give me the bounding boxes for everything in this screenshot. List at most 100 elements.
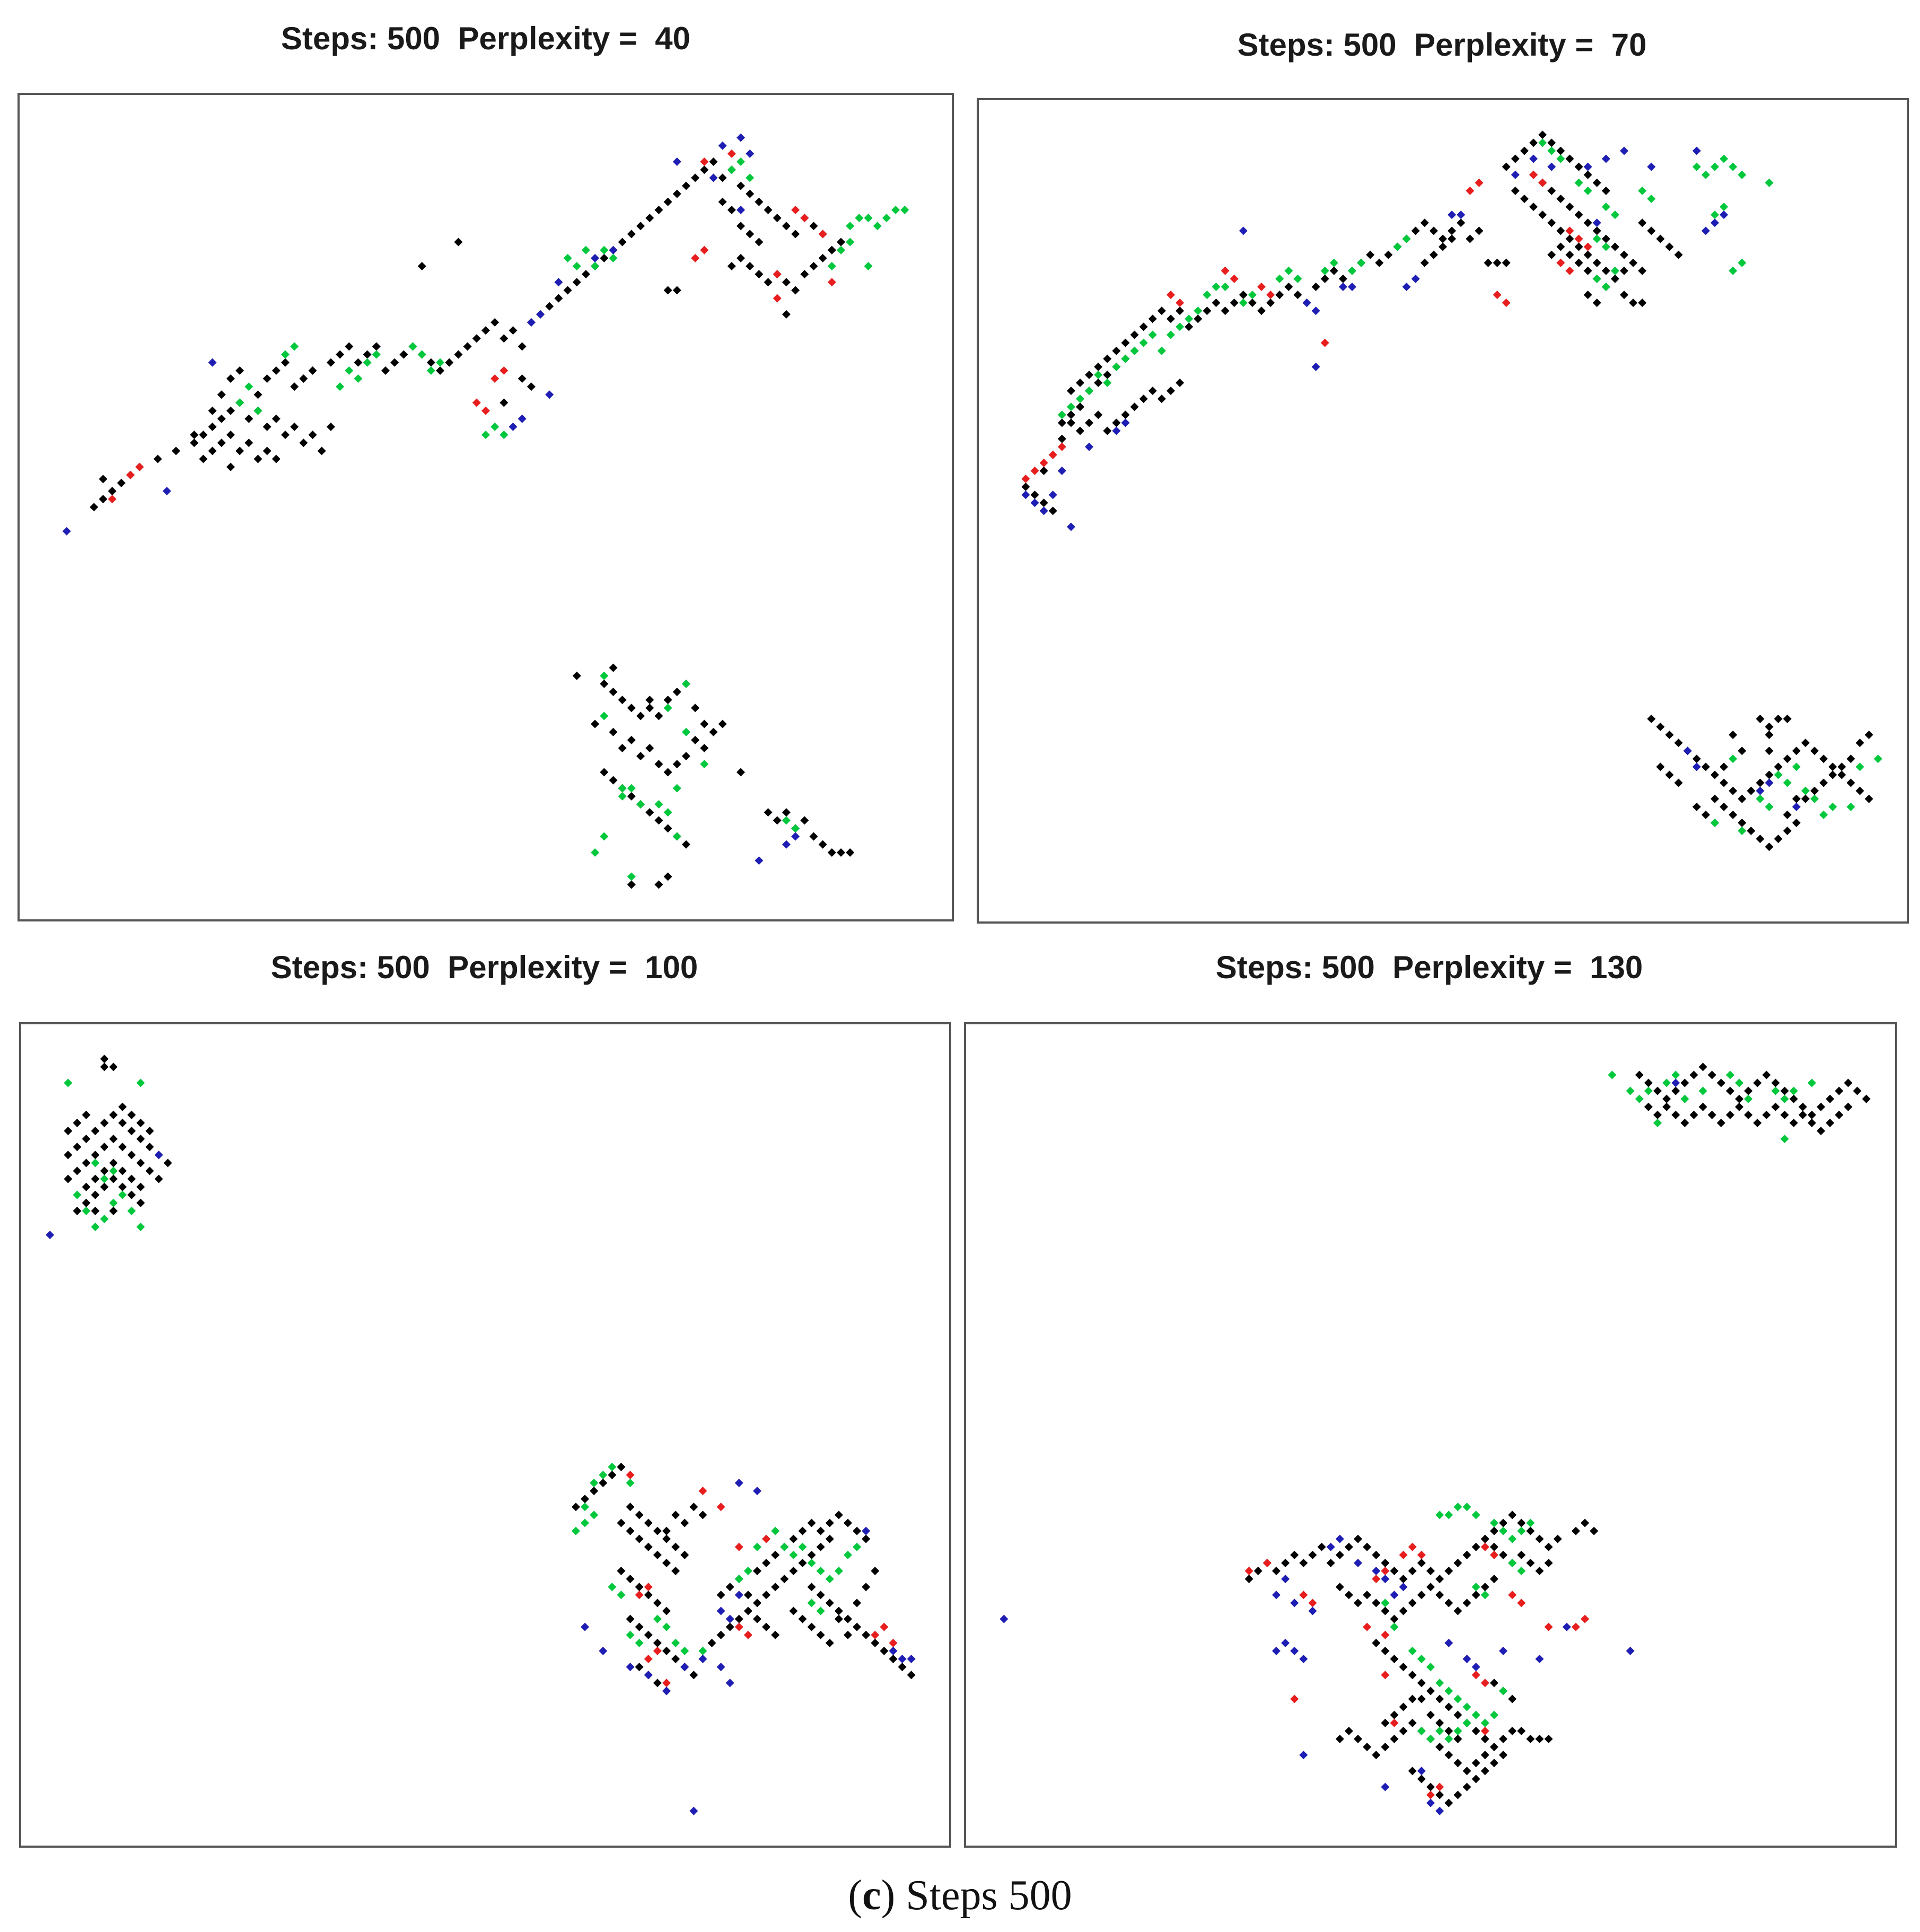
panel-1-point-s4-5 (536, 310, 545, 319)
panel-1-point-s1-111 (755, 270, 764, 279)
panel-4-point-s2-13 (1780, 1094, 1789, 1103)
panel-4-point-s1-24 (1844, 1078, 1853, 1087)
panel-2-point-s1-18 (1076, 426, 1084, 435)
panel-2-point-s4-22 (1547, 162, 1556, 171)
panel-1-point-s1-54 (390, 358, 399, 367)
panel-1-point-s1-154 (709, 727, 718, 736)
panel-3-point-s2-17 (581, 1503, 590, 1512)
panel-1-point-s1-75 (581, 270, 590, 279)
panel-3-point-s1-7 (118, 1118, 127, 1127)
panel-4-point-s1-3 (1653, 1086, 1662, 1095)
panel-1-point-s1-107 (755, 238, 764, 247)
panel-2-point-s3-8 (1230, 274, 1239, 283)
panel-2-point-s1-194 (1738, 747, 1747, 756)
panel-4-point-s4-29 (1417, 1767, 1426, 1776)
panel-4-point-s1-130 (1381, 1743, 1390, 1752)
panel-4-point-s1-17 (1780, 1086, 1789, 1095)
panel-2-point-s3-9 (1221, 266, 1230, 275)
panel-2-point-s4-4 (1048, 490, 1057, 499)
panel-1-point-s1-151 (681, 752, 690, 761)
panel-2-point-s1-118 (1484, 258, 1493, 267)
panel-2-point-s2-57 (1783, 778, 1792, 787)
panel-1-point-s1-23 (308, 431, 317, 440)
panel-4-point-s1-92 (1408, 1599, 1417, 1608)
panel-4-point-s1-77 (1489, 1542, 1498, 1551)
panel-1-point-s2-55 (700, 760, 709, 769)
panel-1-point-s1-2 (99, 495, 108, 504)
panel-1-point-s1-65 (490, 318, 499, 327)
panel-1-point-s1-32 (199, 454, 208, 463)
panel-2-point-s1-38 (1139, 322, 1148, 331)
panel-1-point-s1-50 (354, 358, 363, 367)
panel-4-point-s2-39 (1453, 1694, 1462, 1703)
panel-3-plot-frame (19, 1022, 951, 1848)
panel-2-point-s1-77 (1429, 250, 1438, 259)
panel-1-point-s3-14 (700, 245, 709, 254)
panel-3-point-s4-10 (716, 1606, 725, 1615)
panel-3-point-s1-5 (100, 1118, 109, 1127)
panel-2-point-s1-59 (1329, 266, 1338, 275)
panel-2-point-s1-154 (1792, 747, 1801, 756)
panel-4-point-s1-48 (1835, 1110, 1844, 1119)
panel-3-point-s1-122 (862, 1630, 871, 1639)
panel-4-point-s1-1 (1635, 1070, 1644, 1079)
panel-1-point-s2-49 (782, 816, 791, 825)
panel-3-point-s2-41 (844, 1550, 852, 1559)
panel-3-point-s1-21 (136, 1158, 145, 1167)
panel-4-point-s1-11 (1725, 1086, 1734, 1095)
panel-3-point-s1-2 (73, 1143, 82, 1152)
panel-2-point-s4-31 (1720, 210, 1729, 219)
panel-4-point-s1-69 (1417, 1558, 1426, 1567)
panel-2-point-s1-141 (1674, 739, 1683, 748)
panel-1-point-s1-108 (727, 262, 736, 270)
panel-1-point-s1-24 (317, 446, 326, 455)
panel-2-point-s1-51 (1257, 306, 1266, 315)
panel-2-point-s1-164 (1665, 770, 1674, 779)
panel-4-point-s4-26 (1381, 1782, 1390, 1792)
panel-2-point-s4-36 (1792, 802, 1801, 811)
panel-4-point-s1-110 (1553, 1534, 1562, 1543)
panel-4-point-s2-46 (1426, 1734, 1435, 1743)
panel-2-point-s2-64 (1828, 802, 1837, 811)
panel-3-point-s4-15 (862, 1526, 871, 1535)
panel-4-point-s4-5 (1308, 1606, 1317, 1615)
panel-3-point-s1-93 (743, 1606, 752, 1615)
panel-2-point-s4-27 (1692, 146, 1701, 155)
panel-1-point-s1-93 (746, 189, 755, 198)
panel-1-point-s1-67 (509, 326, 518, 335)
panel-1-point-s4-13 (672, 157, 681, 166)
panel-2-point-s1-20 (1094, 410, 1103, 419)
panel-2-point-s1-173 (1774, 835, 1783, 844)
panel-1-point-s1-4 (117, 479, 126, 488)
panel-2-point-s1-167 (1720, 802, 1729, 811)
panel-2-point-s2-15 (1094, 370, 1103, 379)
panel-4-point-s1-37 (1735, 1102, 1744, 1111)
panel-3-point-s2-42 (853, 1542, 862, 1551)
panel-3-point-s1-112 (834, 1511, 843, 1520)
panel-2-point-s2-25 (1320, 266, 1329, 275)
panel-3-point-s1-72 (626, 1575, 635, 1584)
panel-2-point-s1-143 (1692, 754, 1701, 763)
panel-1-point-s1-162 (654, 816, 663, 825)
panel-3-point-s1-146 (743, 1591, 752, 1600)
panel-2-point-s1-22 (1112, 418, 1121, 427)
panel-2-point-s3-19 (1583, 242, 1592, 251)
panel-4-point-s2-7 (1680, 1094, 1689, 1103)
panel-4-point-s1-106 (1517, 1518, 1526, 1527)
panel-3-point-s1-123 (871, 1638, 880, 1647)
panel-3-point-s1-4 (91, 1127, 100, 1136)
panel-1-point-s3-2 (135, 462, 144, 471)
panel-3-point-s1-118 (825, 1599, 834, 1608)
panel-3-point-s1-35 (118, 1182, 127, 1191)
panel-4-point-s1-95 (1435, 1591, 1444, 1600)
panel-4-point-s1-54 (1281, 1558, 1290, 1567)
panel-2-point-s1-95 (1538, 210, 1547, 219)
panel-2-point-s1-149 (1747, 786, 1756, 795)
panel-1-point-s2-8 (372, 350, 381, 359)
panel-2-point-s1-180 (1810, 786, 1819, 795)
panel-4-point-s3-5 (1372, 1575, 1381, 1584)
panel-2-point-s1-128 (1620, 291, 1628, 300)
panel-1-point-s1-14 (226, 406, 235, 415)
panel-2-point-s4-18 (1457, 210, 1466, 219)
panel-4-point-s3-18 (1381, 1630, 1390, 1639)
